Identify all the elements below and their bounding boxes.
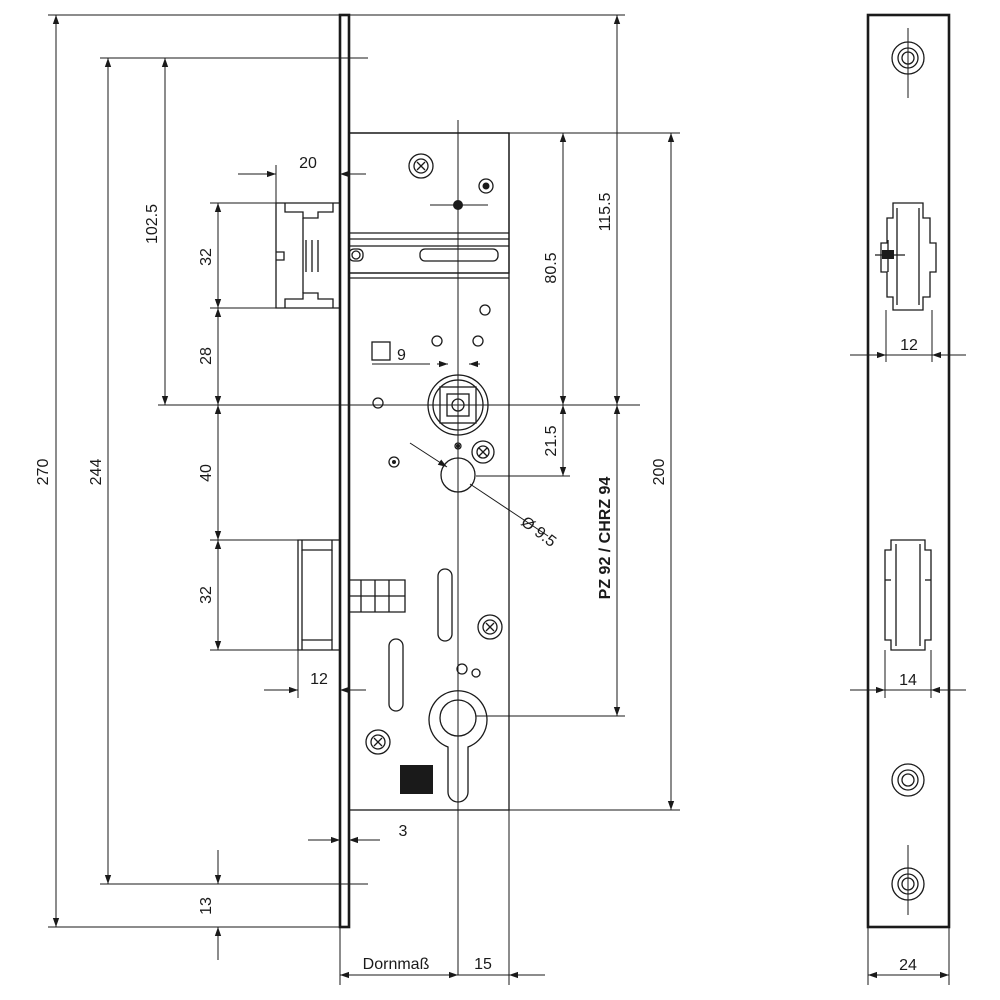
hole-c	[472, 335, 484, 347]
cylinder-cutout	[428, 690, 488, 803]
dim-32-top: 32	[198, 248, 215, 266]
dim-244: 244	[88, 459, 105, 486]
label-backset: Dornmaß	[363, 956, 430, 973]
dim-9: 9	[397, 347, 406, 364]
latch-opening	[875, 202, 937, 311]
dim-12-left: 12	[310, 671, 328, 688]
deadbolt-opening	[884, 539, 932, 651]
dim-3: 3	[399, 823, 408, 840]
dead-bolt	[297, 539, 340, 651]
faceplate-screw-mid	[891, 763, 925, 797]
black-square	[400, 765, 433, 794]
faceplate-screw-top	[891, 28, 925, 98]
dim-20: 20	[299, 155, 317, 172]
dim-12-right: 12	[900, 337, 918, 354]
screw-lower	[477, 614, 503, 640]
latch-bolt	[275, 202, 340, 309]
dim-270: 270	[35, 459, 52, 486]
dim-15: 15	[474, 956, 492, 973]
dim-28: 28	[198, 347, 215, 365]
dim-14: 14	[899, 672, 917, 689]
screw-bottom	[365, 729, 391, 755]
dim-115-5: 115.5	[597, 192, 614, 231]
slot-vertical-1	[437, 568, 453, 642]
slot-vertical-2	[388, 638, 404, 712]
screw-top	[408, 153, 434, 179]
square-9-symbol	[371, 341, 391, 361]
label-model: PZ 92 / CHRZ 94	[597, 477, 614, 600]
faceplate-front	[866, 13, 951, 929]
dim-13: 13	[198, 897, 215, 915]
hole-d	[372, 397, 384, 409]
deadbolt-tail	[349, 579, 406, 613]
hole-b	[431, 335, 443, 347]
dim-40: 40	[198, 464, 215, 482]
upper-housing	[348, 132, 510, 274]
pin-hole-top	[478, 178, 494, 194]
hole-a	[479, 304, 491, 316]
dim-32-bottom: 32	[198, 586, 215, 604]
slot-bar	[419, 248, 499, 262]
screw-mid	[471, 440, 495, 464]
dim-24: 24	[899, 957, 917, 974]
faceplate-screw-bottom	[891, 845, 925, 915]
dim-102-5: 102.5	[144, 204, 161, 244]
dim-dia-9-5: Ø 9.5	[518, 514, 560, 551]
faceplate-side	[338, 13, 351, 929]
hole-e	[388, 456, 400, 468]
dim-200: 200	[651, 459, 668, 486]
dim-21-5: 21.5	[543, 425, 560, 456]
dim-80-5: 80.5	[543, 252, 560, 283]
